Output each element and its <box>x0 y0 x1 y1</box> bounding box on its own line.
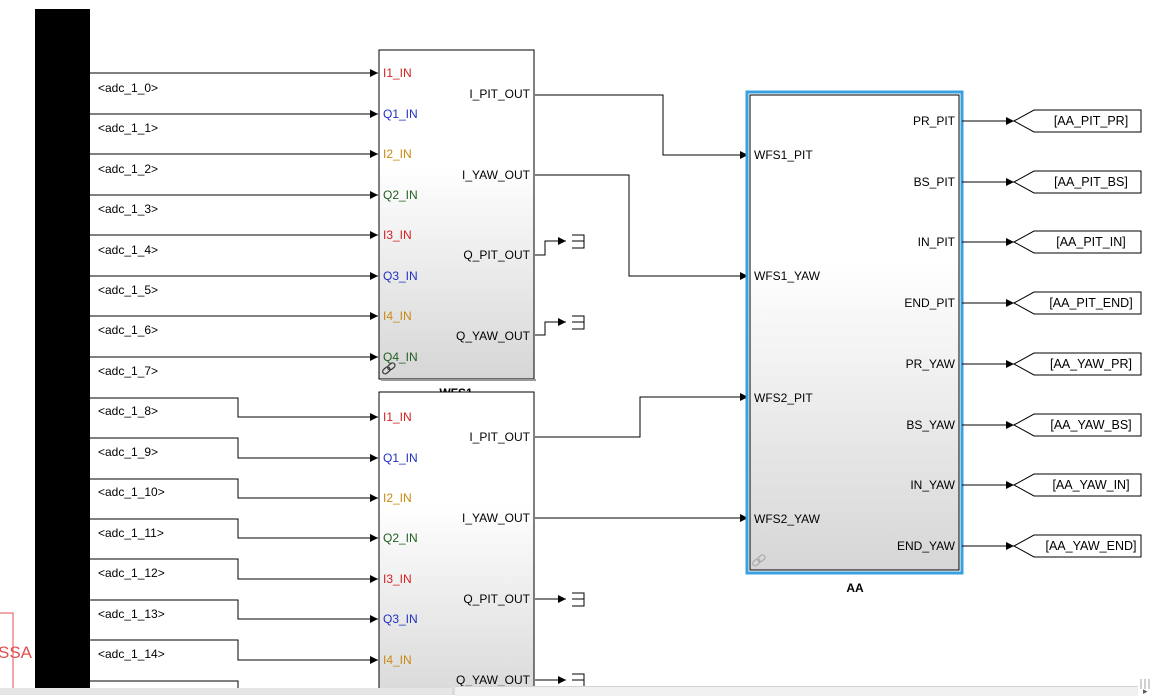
aa-output-port: PR_YAW <box>906 357 956 371</box>
bus-signal-label: <adc_1_6> <box>98 323 158 337</box>
wfs1-input-port: Q4_IN <box>383 350 418 364</box>
aa-input-port: WFS2_PIT <box>754 391 813 405</box>
wfs2-input-port: I2_IN <box>383 491 412 505</box>
aa-output-port: IN_PIT <box>918 235 956 249</box>
goto-tag-label: [AA_YAW_BS] <box>1050 418 1131 432</box>
bus-signal-label: <adc_1_14> <box>98 647 165 661</box>
aa-input-port: WFS2_YAW <box>754 512 821 526</box>
aa-output-port: IN_YAW <box>910 478 955 492</box>
wfs1-input-port: I4_IN <box>383 309 412 323</box>
bus-signal-label: <adc_1_0> <box>98 81 158 95</box>
link-icon <box>752 554 766 567</box>
wfs2-input-port: Q3_IN <box>383 612 418 626</box>
ssa-block-partial[interactable]: SSA <box>0 612 33 695</box>
wfs1-input-port: Q1_IN <box>383 107 418 121</box>
wfs2-input-port: Q1_IN <box>383 451 418 465</box>
terminator-icon[interactable] <box>572 315 585 330</box>
horizontal-scrollbar[interactable] <box>455 686 1138 696</box>
goto-tag-label: [AA_PIT_BS] <box>1054 175 1128 189</box>
wfs1-input-port: I3_IN <box>383 228 412 242</box>
aa-input-port: WFS1_YAW <box>754 269 821 283</box>
bus-signal-labels: <adc_1_0> <adc_1_1> <adc_1_2> <adc_1_3> … <box>98 81 165 661</box>
terminator-icon[interactable] <box>572 592 585 607</box>
wfs2-output-port: I_YAW_OUT <box>462 511 531 525</box>
wfs1-input-port: Q2_IN <box>383 188 418 202</box>
wfs1-output-port: I_PIT_OUT <box>469 87 530 101</box>
wfs2-input-port: Q2_IN <box>383 531 418 545</box>
ssa-label: SSA <box>0 643 33 662</box>
bus-signal-label: <adc_1_9> <box>98 445 158 459</box>
bus-signal-label: <adc_1_11> <box>98 526 164 540</box>
goto-tag-label: [AA_PIT_PR] <box>1054 114 1128 128</box>
goto-tag-label: [AA_YAW_IN] <box>1052 478 1129 492</box>
wires-to-aa <box>535 94 748 522</box>
aa-output-port: END_YAW <box>897 539 956 553</box>
wfs2-input-port: I1_IN <box>383 410 412 424</box>
goto-block-aa-pit-end[interactable]: [AA_PIT_END] <box>1012 291 1142 315</box>
goto-tag-label: [AA_YAW_PR] <box>1050 357 1132 371</box>
link-icon <box>382 362 396 375</box>
resize-grip-icon[interactable] <box>1138 676 1150 689</box>
goto-block-aa-pit-in[interactable]: [AA_PIT_IN] <box>1012 230 1142 254</box>
bus-signal-label: <adc_1_7> <box>98 364 158 378</box>
horizontal-scrollbar-thumb[interactable] <box>0 688 452 695</box>
bus-signal-label: <adc_1_4> <box>98 243 158 257</box>
aa-block[interactable]: WFS1_PIT WFS1_YAW WFS2_PIT WFS2_YAW PR_P… <box>745 90 964 575</box>
q-output-terminators <box>535 237 566 684</box>
aa-output-port: BS_PIT <box>914 175 956 189</box>
goto-tag-label: [AA_PIT_END] <box>1049 296 1132 310</box>
wfs1-input-port: I1_IN <box>383 66 412 80</box>
wfs2-input-port: I4_IN <box>383 653 412 667</box>
wfs1-input-port: I2_IN <box>383 147 412 161</box>
aa-output-port: END_PIT <box>904 296 955 310</box>
goto-block-aa-yaw-pr[interactable]: [AA_YAW_PR] <box>1012 352 1142 376</box>
terminator-icon[interactable] <box>572 234 585 249</box>
aa-output-wires <box>962 117 1014 550</box>
wfs2-block[interactable]: I1_IN Q1_IN I2_IN Q2_IN I3_IN Q3_IN I4_I… <box>378 391 535 695</box>
wfs1-output-port: Q_YAW_OUT <box>456 329 531 343</box>
wfs1-input-port: Q3_IN <box>383 269 418 283</box>
bus-selector-block[interactable] <box>35 9 90 695</box>
goto-block-aa-pit-bs[interactable]: [AA_PIT_BS] <box>1012 170 1142 194</box>
wires-to-wfs1 <box>90 69 378 361</box>
goto-block-aa-yaw-end[interactable]: [AA_YAW_END] <box>1012 534 1142 558</box>
goto-tag-label: [AA_PIT_IN] <box>1056 235 1125 249</box>
bus-signal-label: <adc_1_8> <box>98 404 158 418</box>
wfs2-input-port: I3_IN <box>383 572 412 586</box>
aa-input-port: WFS1_PIT <box>754 148 813 162</box>
bus-signal-label: <adc_1_13> <box>98 607 165 621</box>
bus-signal-label: <adc_1_10> <box>98 485 165 499</box>
bus-signal-label: <adc_1_2> <box>98 162 158 176</box>
bus-signal-label: <adc_1_12> <box>98 566 165 580</box>
goto-block-aa-pit-pr[interactable]: [AA_PIT_PR] <box>1012 109 1142 133</box>
scroll-right-arrow-icon[interactable]: ▸ <box>1143 687 1148 697</box>
wfs2-output-port: Q_YAW_OUT <box>456 673 531 687</box>
goto-tag-label: [AA_YAW_END] <box>1046 539 1137 553</box>
wfs2-output-port: I_PIT_OUT <box>469 430 530 444</box>
bus-signal-label: <adc_1_5> <box>98 283 158 297</box>
aa-output-port: BS_YAW <box>906 418 955 432</box>
goto-block-aa-yaw-in[interactable]: [AA_YAW_IN] <box>1012 473 1142 497</box>
goto-block-aa-yaw-bs[interactable]: [AA_YAW_BS] <box>1012 413 1142 437</box>
wfs1-block[interactable]: I1_IN Q1_IN I2_IN Q2_IN I3_IN Q3_IN I4_I… <box>378 49 536 381</box>
aa-output-port: PR_PIT <box>913 114 956 128</box>
aa-block-name: AA <box>846 581 864 595</box>
bus-signal-label: <adc_1_1> <box>98 121 158 135</box>
bus-signal-label: <adc_1_3> <box>98 202 158 216</box>
wfs2-output-port: Q_PIT_OUT <box>463 592 530 606</box>
wfs1-output-port: I_YAW_OUT <box>462 168 531 182</box>
wfs1-output-port: Q_PIT_OUT <box>463 248 530 262</box>
